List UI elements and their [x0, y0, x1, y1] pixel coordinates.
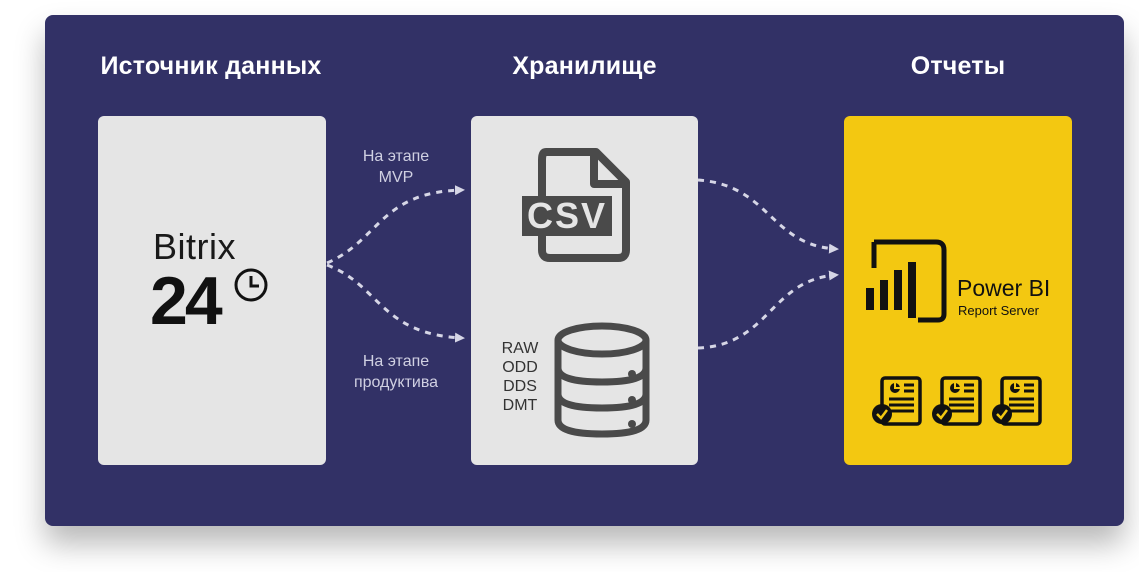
edge-prod	[326, 263, 465, 343]
power-bi-subtitle: Report Server	[958, 303, 1039, 318]
bitrix-logo-number: 24	[150, 263, 223, 339]
csv-file-label: CSV	[527, 195, 607, 236]
edge-db-to-bi	[697, 270, 839, 350]
bitrix-logo-word: Bitrix	[153, 226, 236, 267]
storage-layers: RAW ODD DDS DMT	[498, 339, 542, 415]
reports-column-title: Отчеты	[910, 52, 1006, 80]
edge-mvp	[326, 185, 465, 265]
layer-dmt: DMT	[502, 397, 538, 414]
source-column-title: Источник данных	[100, 52, 322, 80]
edge-label-production: На этапе продуктива	[326, 351, 466, 393]
edge-label-prod-line1: На этапе	[362, 353, 430, 370]
report-approved-icon	[872, 376, 922, 426]
storage-column-title: Хранилище	[512, 52, 657, 80]
report-approved-icon	[992, 376, 1042, 426]
edge-label-mvp-line1: На этапе	[362, 148, 430, 165]
layer-odd: ODD	[502, 359, 538, 376]
power-bi-icon	[866, 239, 947, 323]
clock-icon	[234, 268, 268, 302]
edge-label-mvp: На этапе MVP	[326, 146, 466, 188]
power-bi-name: Power BI	[957, 275, 1051, 301]
database-icon	[554, 322, 650, 438]
layer-raw: RAW	[501, 340, 539, 357]
edge-label-prod-line2: продуктива	[353, 374, 439, 391]
report-approved-icon	[932, 376, 982, 426]
csv-file-icon: CSV	[522, 148, 630, 262]
source-card	[98, 116, 326, 465]
layer-dds: DDS	[503, 378, 537, 395]
edge-csv-to-bi	[697, 178, 839, 254]
edge-label-mvp-line2: MVP	[378, 169, 414, 186]
